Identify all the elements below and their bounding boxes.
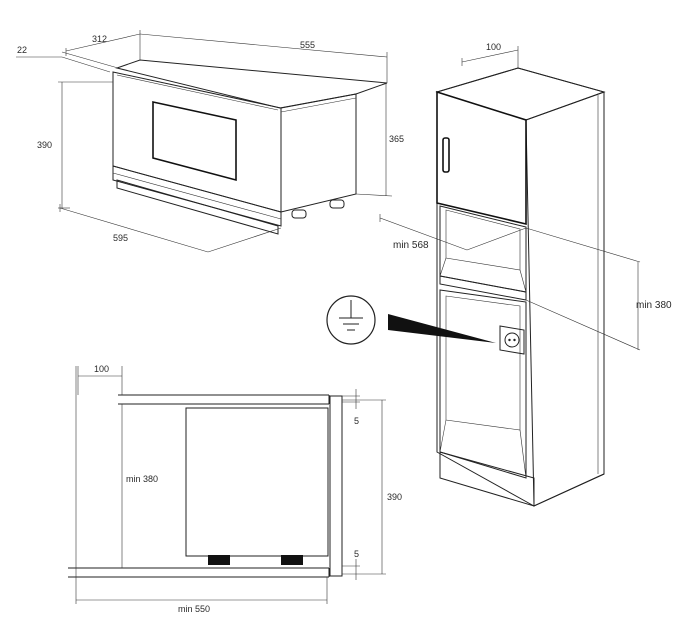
oven-drawing: 22 312 555 390 365 595 <box>16 30 404 253</box>
oven-dim-22: 22 <box>17 45 27 55</box>
section-oven-foot <box>281 555 303 565</box>
section-dim-min380: min 380 <box>126 474 158 484</box>
section-drawing: 100 min 380 5 390 5 min 550 <box>68 364 402 614</box>
section-oven-front <box>329 395 343 577</box>
ground-symbol-icon <box>326 295 376 345</box>
oven-dim-595: 595 <box>113 233 128 243</box>
cabinet-dim-100: 100 <box>486 42 501 52</box>
section-oven-body <box>185 407 329 557</box>
oven-dim-365: 365 <box>389 134 404 144</box>
oven-window <box>152 101 237 182</box>
section-dim-min550: min 550 <box>178 604 210 614</box>
cabinet-dim-min568: min 568 <box>393 240 429 251</box>
cabinet-door-handle <box>442 137 450 173</box>
power-socket-icon <box>499 325 525 355</box>
section-dim-5-top: 5 <box>354 416 359 426</box>
oven-dim-555: 555 <box>300 40 315 50</box>
callout-pointer <box>388 314 496 343</box>
section-oven-foot <box>208 555 230 565</box>
section-dim-5-bottom: 5 <box>354 549 359 559</box>
oven-dim-390: 390 <box>37 140 52 150</box>
cabinet-upper-door <box>436 90 527 226</box>
oven-front-panel <box>112 71 282 213</box>
cabinet-dim-min380: min 380 <box>636 300 672 311</box>
oven-foot <box>329 199 345 209</box>
cabinet-drawing: 100 min 568 min 380 <box>379 42 672 507</box>
oven-dim-312: 312 <box>92 34 107 44</box>
section-dim-390: 390 <box>387 492 402 502</box>
oven-foot <box>291 209 307 219</box>
section-dim-100: 100 <box>94 364 109 374</box>
